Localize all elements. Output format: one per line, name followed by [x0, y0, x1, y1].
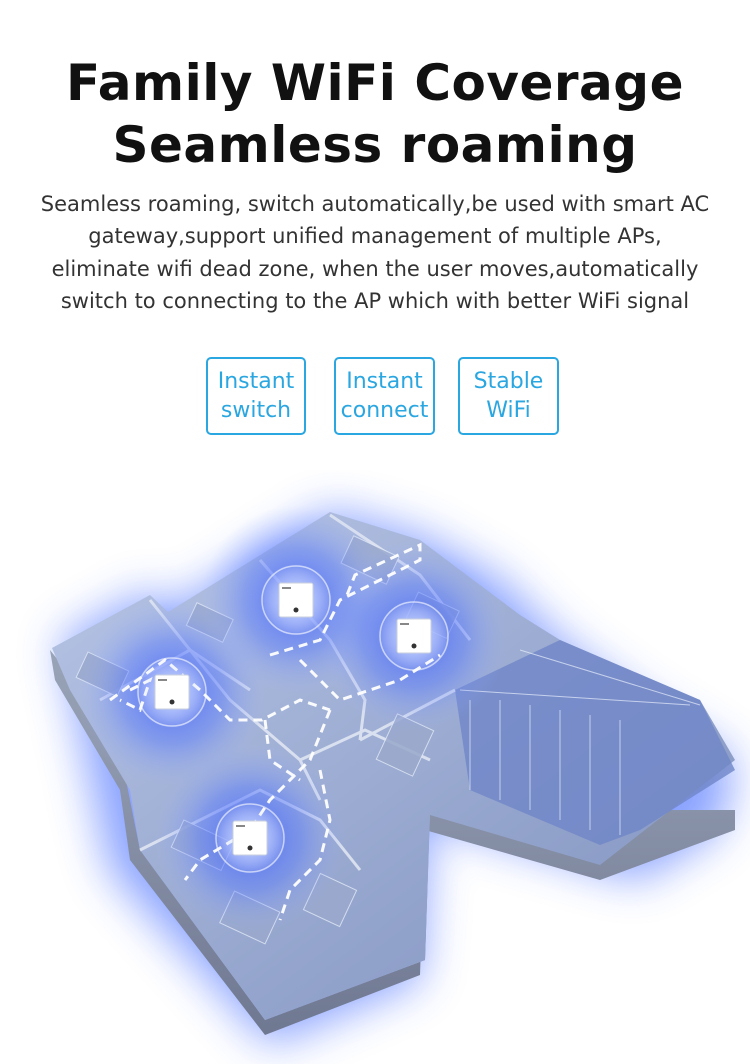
description-line-2: gateway,support unified management of mu… [88, 224, 662, 248]
feature-badge-stable-wifi: Stable WiFi [458, 357, 559, 435]
feature-line: Instant [217, 369, 295, 394]
description-line-1: Seamless roaming, switch automatically,b… [40, 192, 710, 216]
wall-access-point-icon [154, 674, 190, 710]
wall-access-point-icon [278, 582, 314, 618]
access-point-1 [136, 656, 208, 728]
house-floorplan-illustration [50, 505, 735, 1045]
patio [455, 640, 735, 845]
wall-access-point-icon [396, 618, 432, 654]
access-point-4 [214, 802, 286, 874]
access-point-3 [378, 600, 450, 672]
feature-badge-instant-connect: Instant connect [334, 357, 435, 435]
description-line-4: switch to connecting to the AP which wit… [60, 289, 690, 313]
patio-railing [459, 649, 701, 835]
wall-access-point-icon [232, 820, 268, 856]
feature-badge-instant-switch: Instant switch [206, 357, 306, 435]
feature-line: Stable [473, 369, 544, 394]
page-title-line-2: Seamless roaming [112, 116, 638, 174]
page-title-line-1: Family WiFi Coverage [66, 54, 684, 112]
feature-line: WiFi [486, 398, 531, 423]
feature-line: switch [220, 398, 292, 423]
feature-line: connect [340, 398, 429, 423]
description-line-3: eliminate wifi dead zone, when the user … [51, 257, 699, 281]
access-point-2 [260, 564, 332, 636]
feature-line: Instant [346, 369, 423, 394]
